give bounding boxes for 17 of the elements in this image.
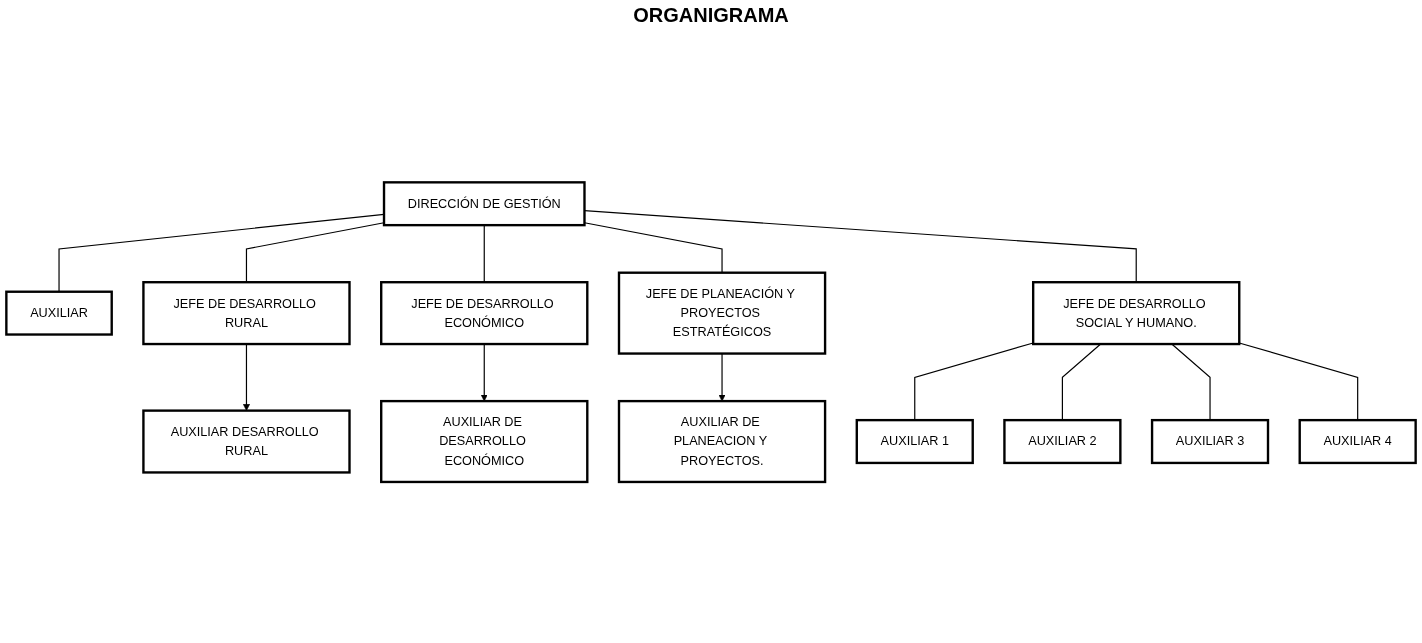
node-box: AUXILIAR 1 bbox=[855, 419, 974, 465]
node-box: AUXILIAR DE DESARROLLO ECONÓMICO bbox=[380, 400, 589, 484]
node-box: JEFE DE DESARROLLO ECONÓMICO bbox=[380, 281, 589, 346]
node-box: AUXILIAR DE PLANEACION Y PROYECTOS. bbox=[617, 400, 827, 484]
connector bbox=[58, 214, 385, 293]
arrow bbox=[718, 353, 726, 402]
node-box: DIRECCIÓN DE GESTIÓN bbox=[382, 181, 586, 227]
node-box: JEFE DE DESARROLLO SOCIAL Y HUMANO. bbox=[1032, 281, 1241, 346]
node-box: JEFE DE PLANEACIÓN Y PROYECTOS ESTRATÉGICOS bbox=[617, 271, 827, 356]
node-box: AUXILIAR 3 bbox=[1150, 419, 1270, 465]
diagram-title: ORGANIGRAMA bbox=[632, 3, 790, 28]
node-box: JEFE DE DESARROLLO RURAL bbox=[142, 281, 351, 346]
node-box: AUXILIAR 4 bbox=[1298, 419, 1417, 465]
node-box: AUXILIAR 2 bbox=[1003, 419, 1122, 465]
connector bbox=[583, 222, 723, 274]
node-box: AUXILIAR bbox=[5, 290, 113, 337]
node-box: AUXILIAR DESARROLLO RURAL bbox=[142, 409, 351, 474]
